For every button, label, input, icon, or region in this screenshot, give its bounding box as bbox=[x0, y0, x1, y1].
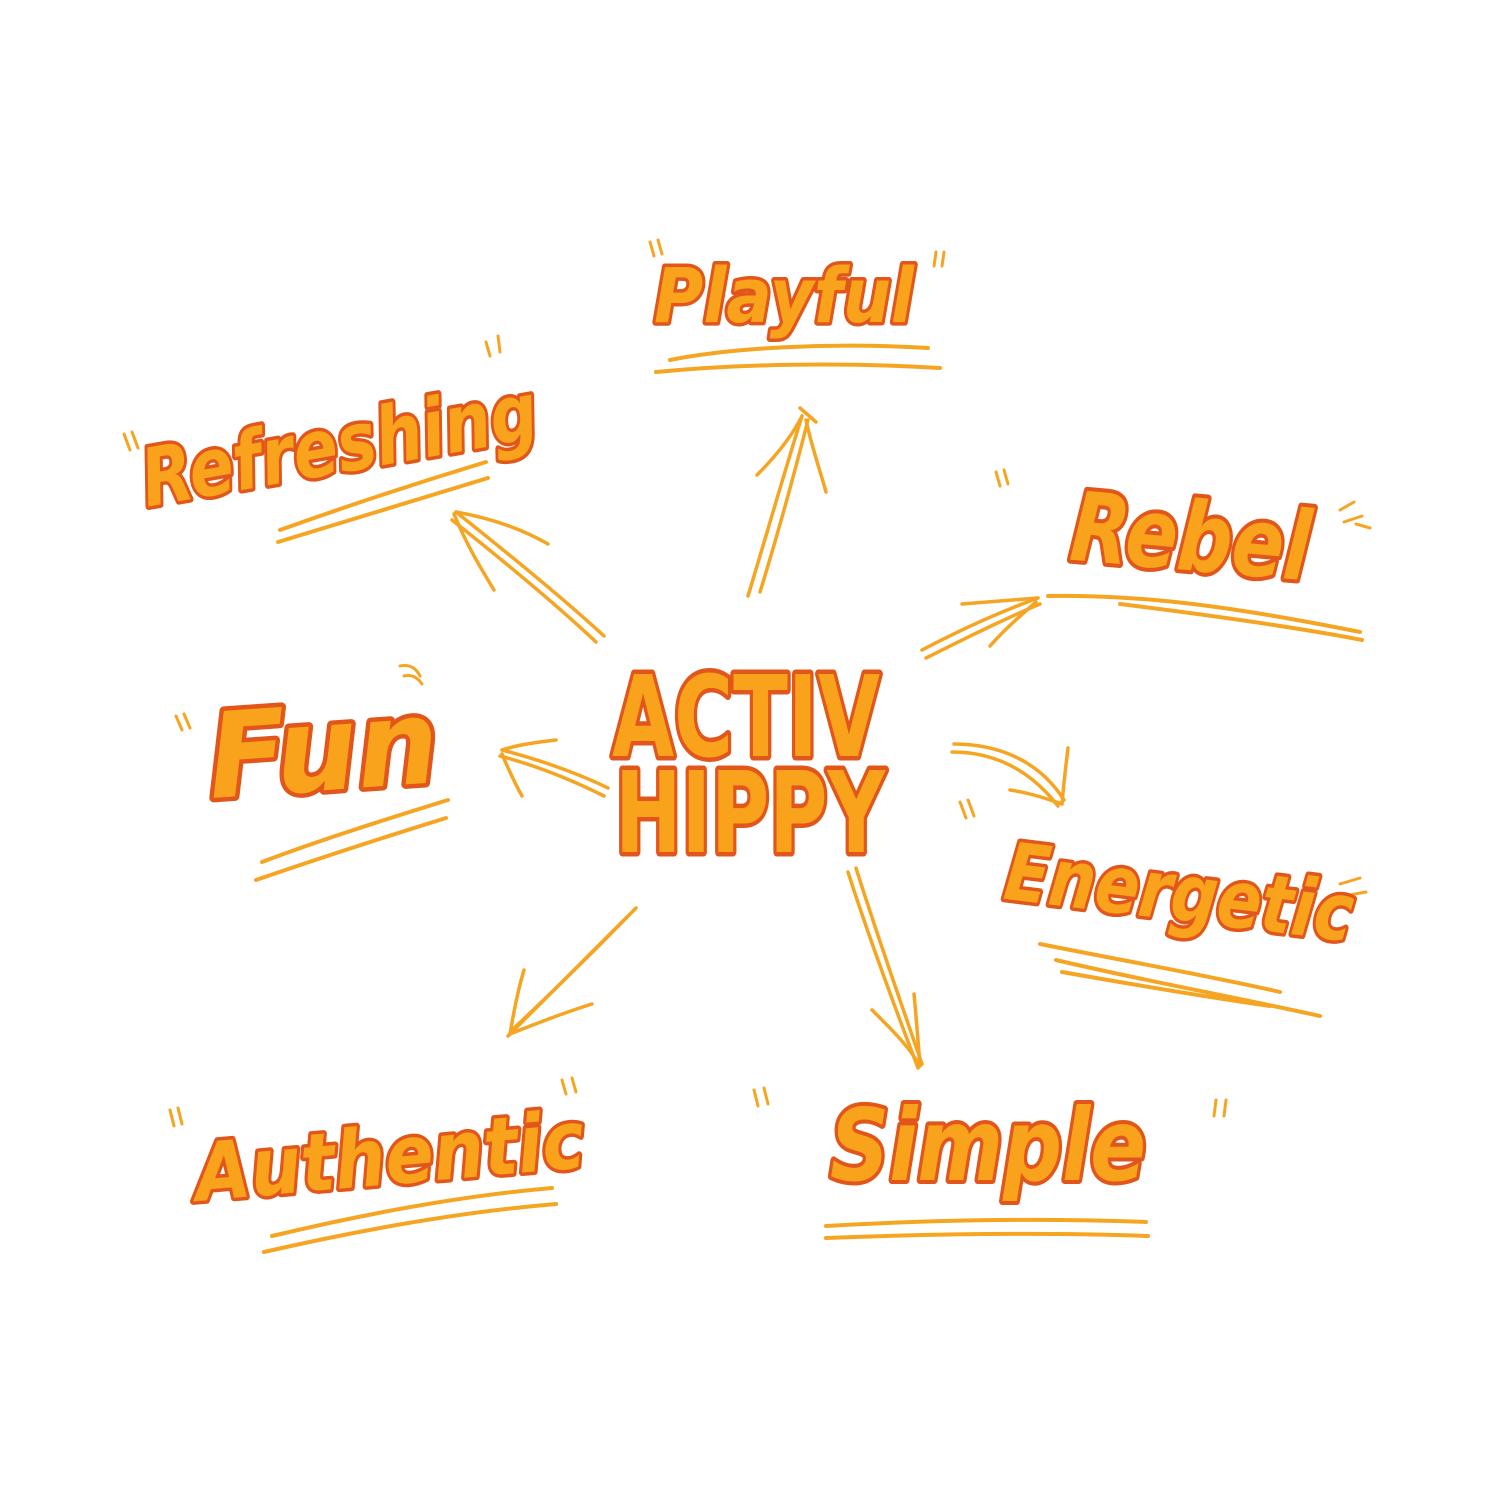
underline-rebel bbox=[1046, 593, 1364, 642]
arrows bbox=[450, 406, 1070, 1070]
logo-line-hippy: HIPPY bbox=[615, 749, 886, 879]
word-simple: Simple bbox=[830, 1087, 1146, 1204]
logo-line-activ: ACTIV bbox=[612, 653, 880, 783]
center-logo: ACTIV HIPPY bbox=[608, 649, 891, 884]
underline-energetic bbox=[1038, 942, 1322, 1018]
arrow-to-simple bbox=[846, 866, 924, 1070]
underline-authentic bbox=[262, 1186, 558, 1254]
arrow-to-refreshing bbox=[450, 510, 606, 644]
word-rebel: Rebel bbox=[1066, 471, 1316, 604]
word-playful: Playful bbox=[654, 251, 915, 340]
word-authentic: Authentic bbox=[186, 1093, 588, 1220]
attribute-words: Playful Refreshing Rebel Fun Energetic A… bbox=[131, 248, 1363, 1224]
underline-playful bbox=[654, 343, 942, 374]
word-fun: Fun bbox=[204, 672, 443, 826]
arrow-to-fun bbox=[498, 738, 610, 798]
underline-refreshing bbox=[276, 460, 490, 544]
underlines bbox=[254, 343, 1364, 1254]
arrow-to-authentic bbox=[506, 906, 638, 1038]
word-refreshing: Refreshing bbox=[134, 364, 544, 525]
word-energetic: Energetic bbox=[1000, 825, 1359, 960]
arrow-to-rebel bbox=[920, 596, 1042, 660]
emphasis-ticks bbox=[122, 238, 1372, 1128]
arrow-to-energetic bbox=[950, 742, 1070, 808]
arrow-to-playful bbox=[746, 406, 828, 598]
underline-fun bbox=[254, 798, 450, 882]
underline-simple bbox=[824, 1217, 1150, 1240]
